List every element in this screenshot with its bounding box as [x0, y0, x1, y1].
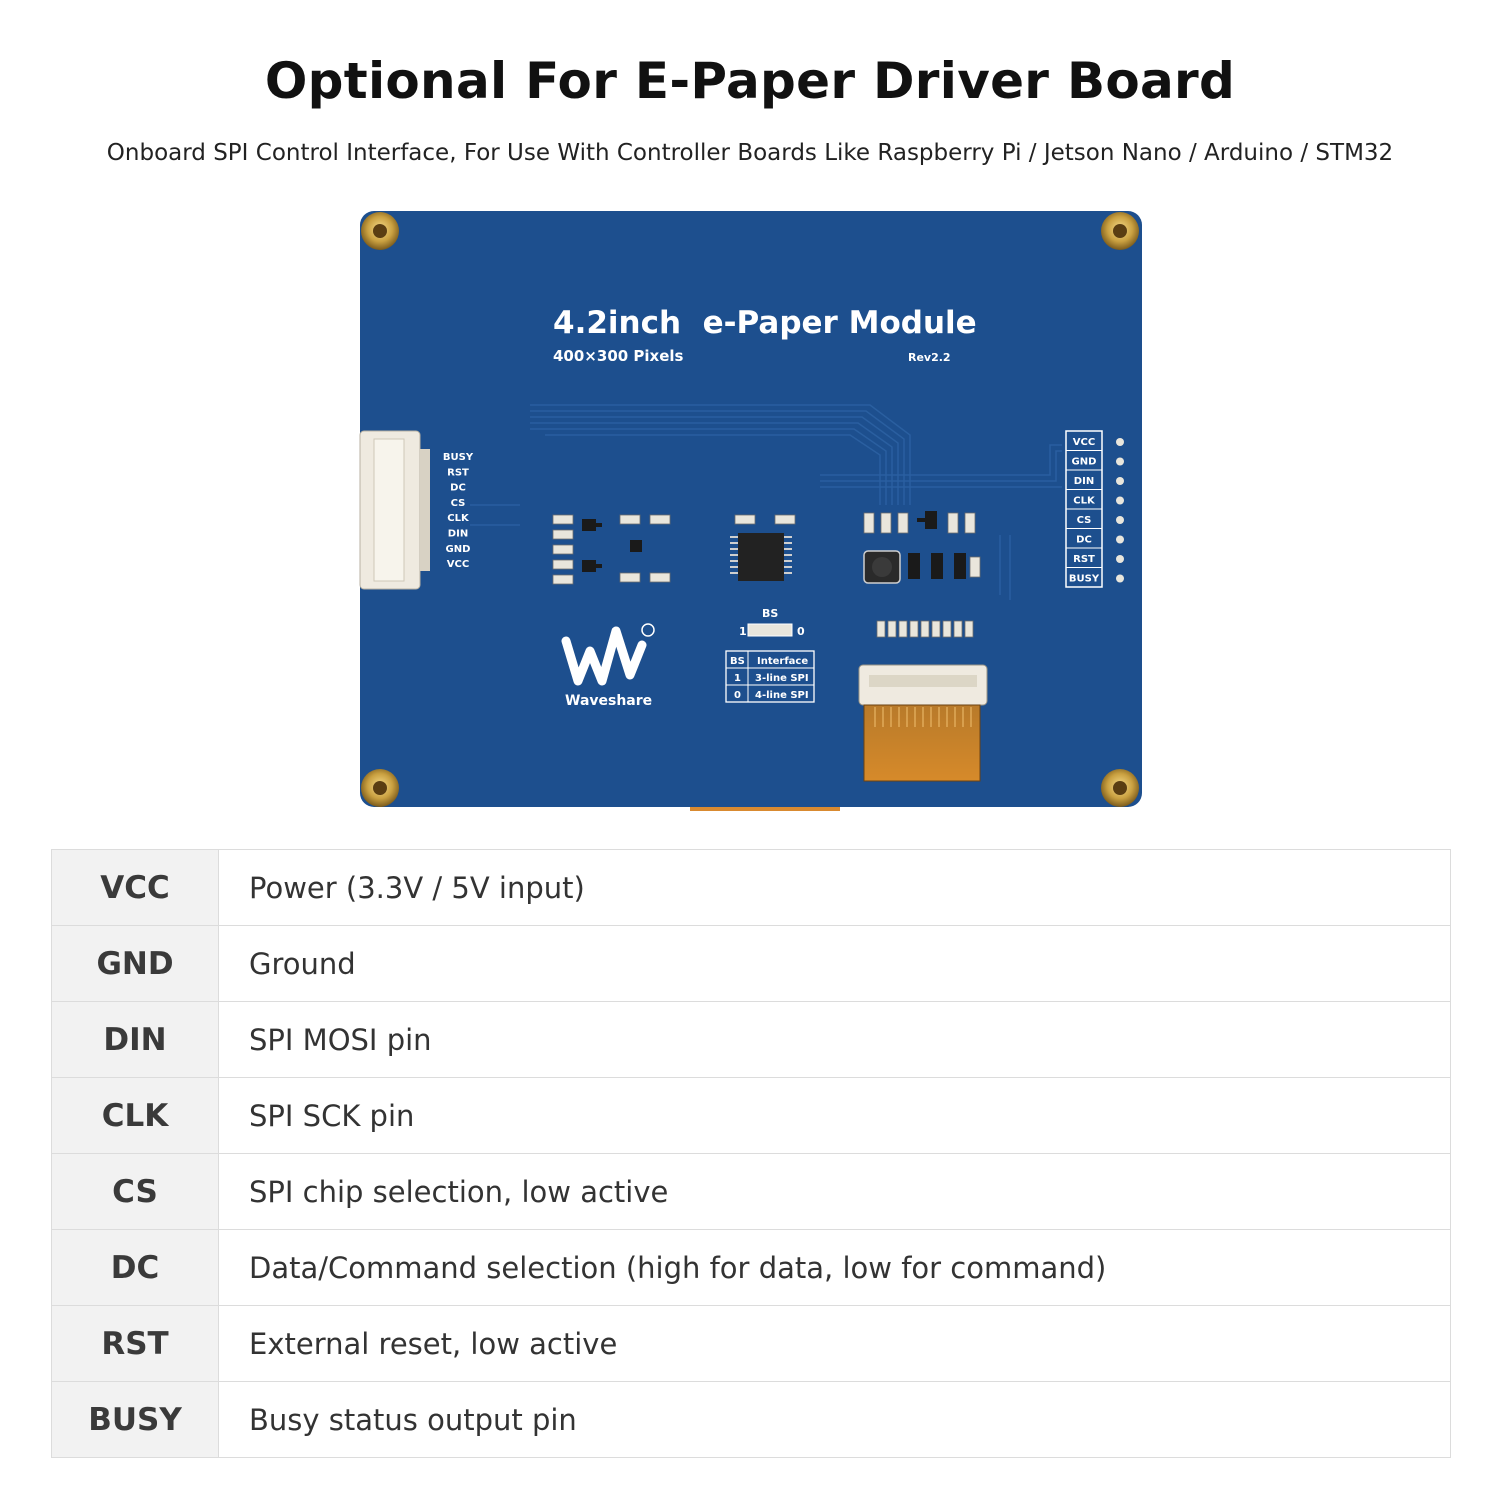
right-pin-label: RST: [1073, 554, 1095, 565]
transistors: [582, 511, 966, 579]
bs-table-row1-bs: 1: [734, 673, 741, 684]
right-pin-label: VCC: [1073, 437, 1095, 448]
header-pin-hole: [1116, 555, 1124, 563]
pin-name-cell: GND: [51, 925, 219, 1002]
bs-zero: 0: [797, 625, 805, 638]
mounting-screws: [361, 212, 1139, 807]
header-pin-hole: [1116, 516, 1124, 524]
left-header-labels: BUSY RST DC CS CLK DIN GND VCC: [443, 452, 474, 570]
header-pin-hole: [1116, 438, 1124, 446]
smd-components: [552, 512, 981, 585]
bs-label: BS: [762, 607, 778, 620]
right-pin-label: CLK: [1073, 496, 1096, 507]
pin-description-cell: Busy status output pin: [218, 1381, 1451, 1458]
left-pin-label: VCC: [447, 559, 469, 570]
pin-description-cell: Data/Command selection (high for data, l…: [218, 1229, 1451, 1306]
driver-ic: [730, 533, 792, 581]
pin-description-cell: SPI MOSI pin: [218, 1001, 1451, 1078]
resistor-array: [876, 620, 974, 638]
page-title: Optional For E-Paper Driver Board: [264, 52, 1236, 110]
pin-name-cell: DIN: [51, 1001, 219, 1078]
left-pin-label: DIN: [448, 529, 468, 540]
right-pin-label: BUSY: [1069, 574, 1100, 585]
bs-table-row2-bs: 0: [734, 690, 741, 701]
pin-name-cell: CLK: [51, 1077, 219, 1154]
pin-description-cell: Ground: [218, 925, 1451, 1002]
pcb-traces: [470, 404, 1062, 600]
bs-jumper: [747, 623, 793, 637]
left-pin-label: RST: [447, 467, 469, 478]
right-header-labels: VCC GND DIN CLK CS DC RST BUSY: [1066, 437, 1124, 585]
inductor: [863, 550, 901, 584]
pcb-illustration: 4.2inch e-Paper Module 400×300 Pixels Re…: [359, 211, 1142, 811]
left-pin-label: DC: [450, 483, 466, 494]
pin-description-cell: Power (3.3V / 5V input): [218, 849, 1451, 926]
pcb-board: [360, 211, 1142, 807]
pin-name-cell: VCC: [51, 849, 219, 926]
header-pin-hole: [1116, 457, 1124, 466]
header-pin-hole: [1116, 477, 1124, 485]
bs-table-row2-interface: 4-line SPI: [755, 690, 809, 701]
pin-name-cell: DC: [51, 1229, 219, 1306]
bs-table-head-interface: Interface: [757, 656, 808, 667]
page-subtitle: Onboard SPI Control Interface, For Use W…: [106, 140, 1394, 166]
right-pin-label: DC: [1076, 535, 1092, 546]
brand-name: Waveshare: [565, 693, 652, 709]
bs-interface-table: BS Interface 1 3-line SPI 0 4-line SPI: [725, 650, 815, 703]
right-pin-label: GND: [1072, 457, 1097, 468]
left-pin-label: CS: [451, 498, 466, 509]
bs-table-head-bs: BS: [730, 656, 745, 667]
pin-name-cell: BUSY: [51, 1381, 219, 1458]
epaper-module-photo: 4.2inch e-Paper Module 400×300 Pixels Re…: [350, 205, 1150, 815]
bs-one: 1: [739, 625, 747, 638]
header-pin-hole: [1116, 574, 1124, 583]
pin-description-cell: SPI chip selection, low active: [218, 1153, 1451, 1230]
header-pin-hole: [1116, 496, 1124, 505]
pin-description-cell: External reset, low active: [218, 1305, 1451, 1382]
left-pin-connector: [359, 430, 430, 590]
bs-table-row1-interface: 3-line SPI: [755, 673, 809, 684]
header-pin-hole: [1116, 535, 1124, 544]
module-revision: Rev2.2: [908, 351, 951, 364]
left-pin-label: GND: [446, 544, 471, 555]
pin-name-cell: CS: [51, 1153, 219, 1230]
module-title: 4.2inch e-Paper Module: [553, 305, 977, 341]
waveshare-logo: Waveshare: [561, 623, 655, 709]
pin-description-cell: SPI SCK pin: [218, 1077, 1451, 1154]
left-pin-label: BUSY: [443, 452, 474, 463]
right-pin-label: CS: [1077, 515, 1092, 526]
module-pixels: 400×300 Pixels: [553, 347, 684, 365]
pin-name-cell: RST: [51, 1305, 219, 1382]
left-pin-label: CLK: [447, 513, 470, 524]
right-pin-label: DIN: [1074, 476, 1094, 487]
fpc-connector: [858, 664, 988, 782]
